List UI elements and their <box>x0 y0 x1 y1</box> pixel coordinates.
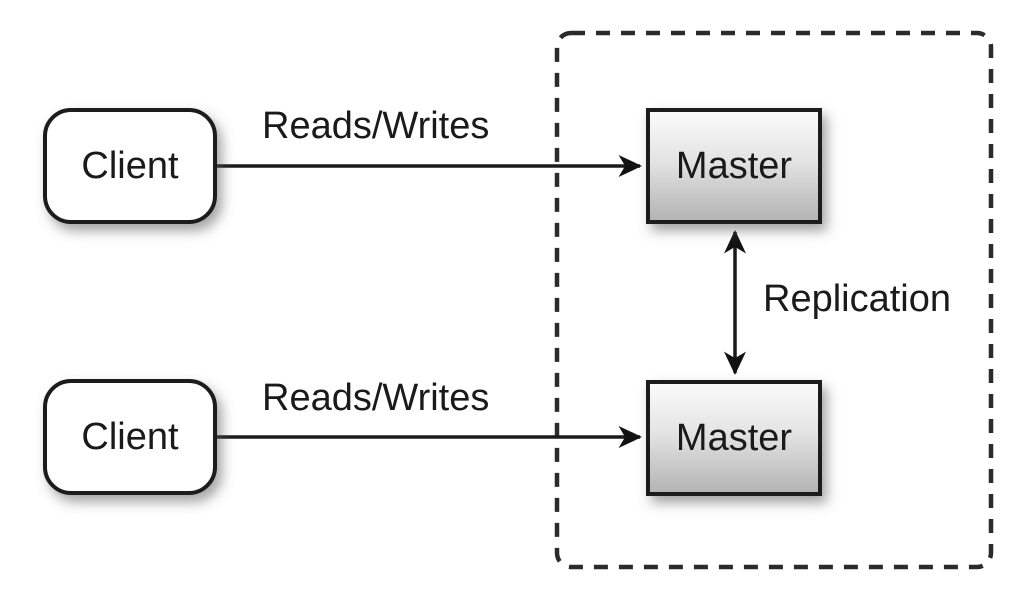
node-master-bottom[interactable]: Master <box>646 380 822 496</box>
master-top-label: Master <box>676 145 792 187</box>
edge-label-replication: Replication <box>763 278 951 320</box>
edge-label-reads-writes-top: Reads/Writes <box>262 105 489 147</box>
master-top-shape <box>646 108 822 224</box>
master-bottom-shape <box>646 380 822 496</box>
node-client-bottom[interactable]: Client <box>43 379 217 495</box>
node-master-top[interactable]: Master <box>646 108 822 224</box>
client-top-label: Client <box>81 145 179 187</box>
edge-label-reads-writes-bottom: Reads/Writes <box>262 377 489 419</box>
client-top-shape <box>43 108 217 224</box>
client-bottom-label: Client <box>81 416 179 458</box>
replication-cluster-boundary <box>554 30 994 570</box>
client-bottom-shape <box>43 379 217 495</box>
node-client-top[interactable]: Client <box>43 108 217 224</box>
master-bottom-label: Master <box>676 417 792 459</box>
